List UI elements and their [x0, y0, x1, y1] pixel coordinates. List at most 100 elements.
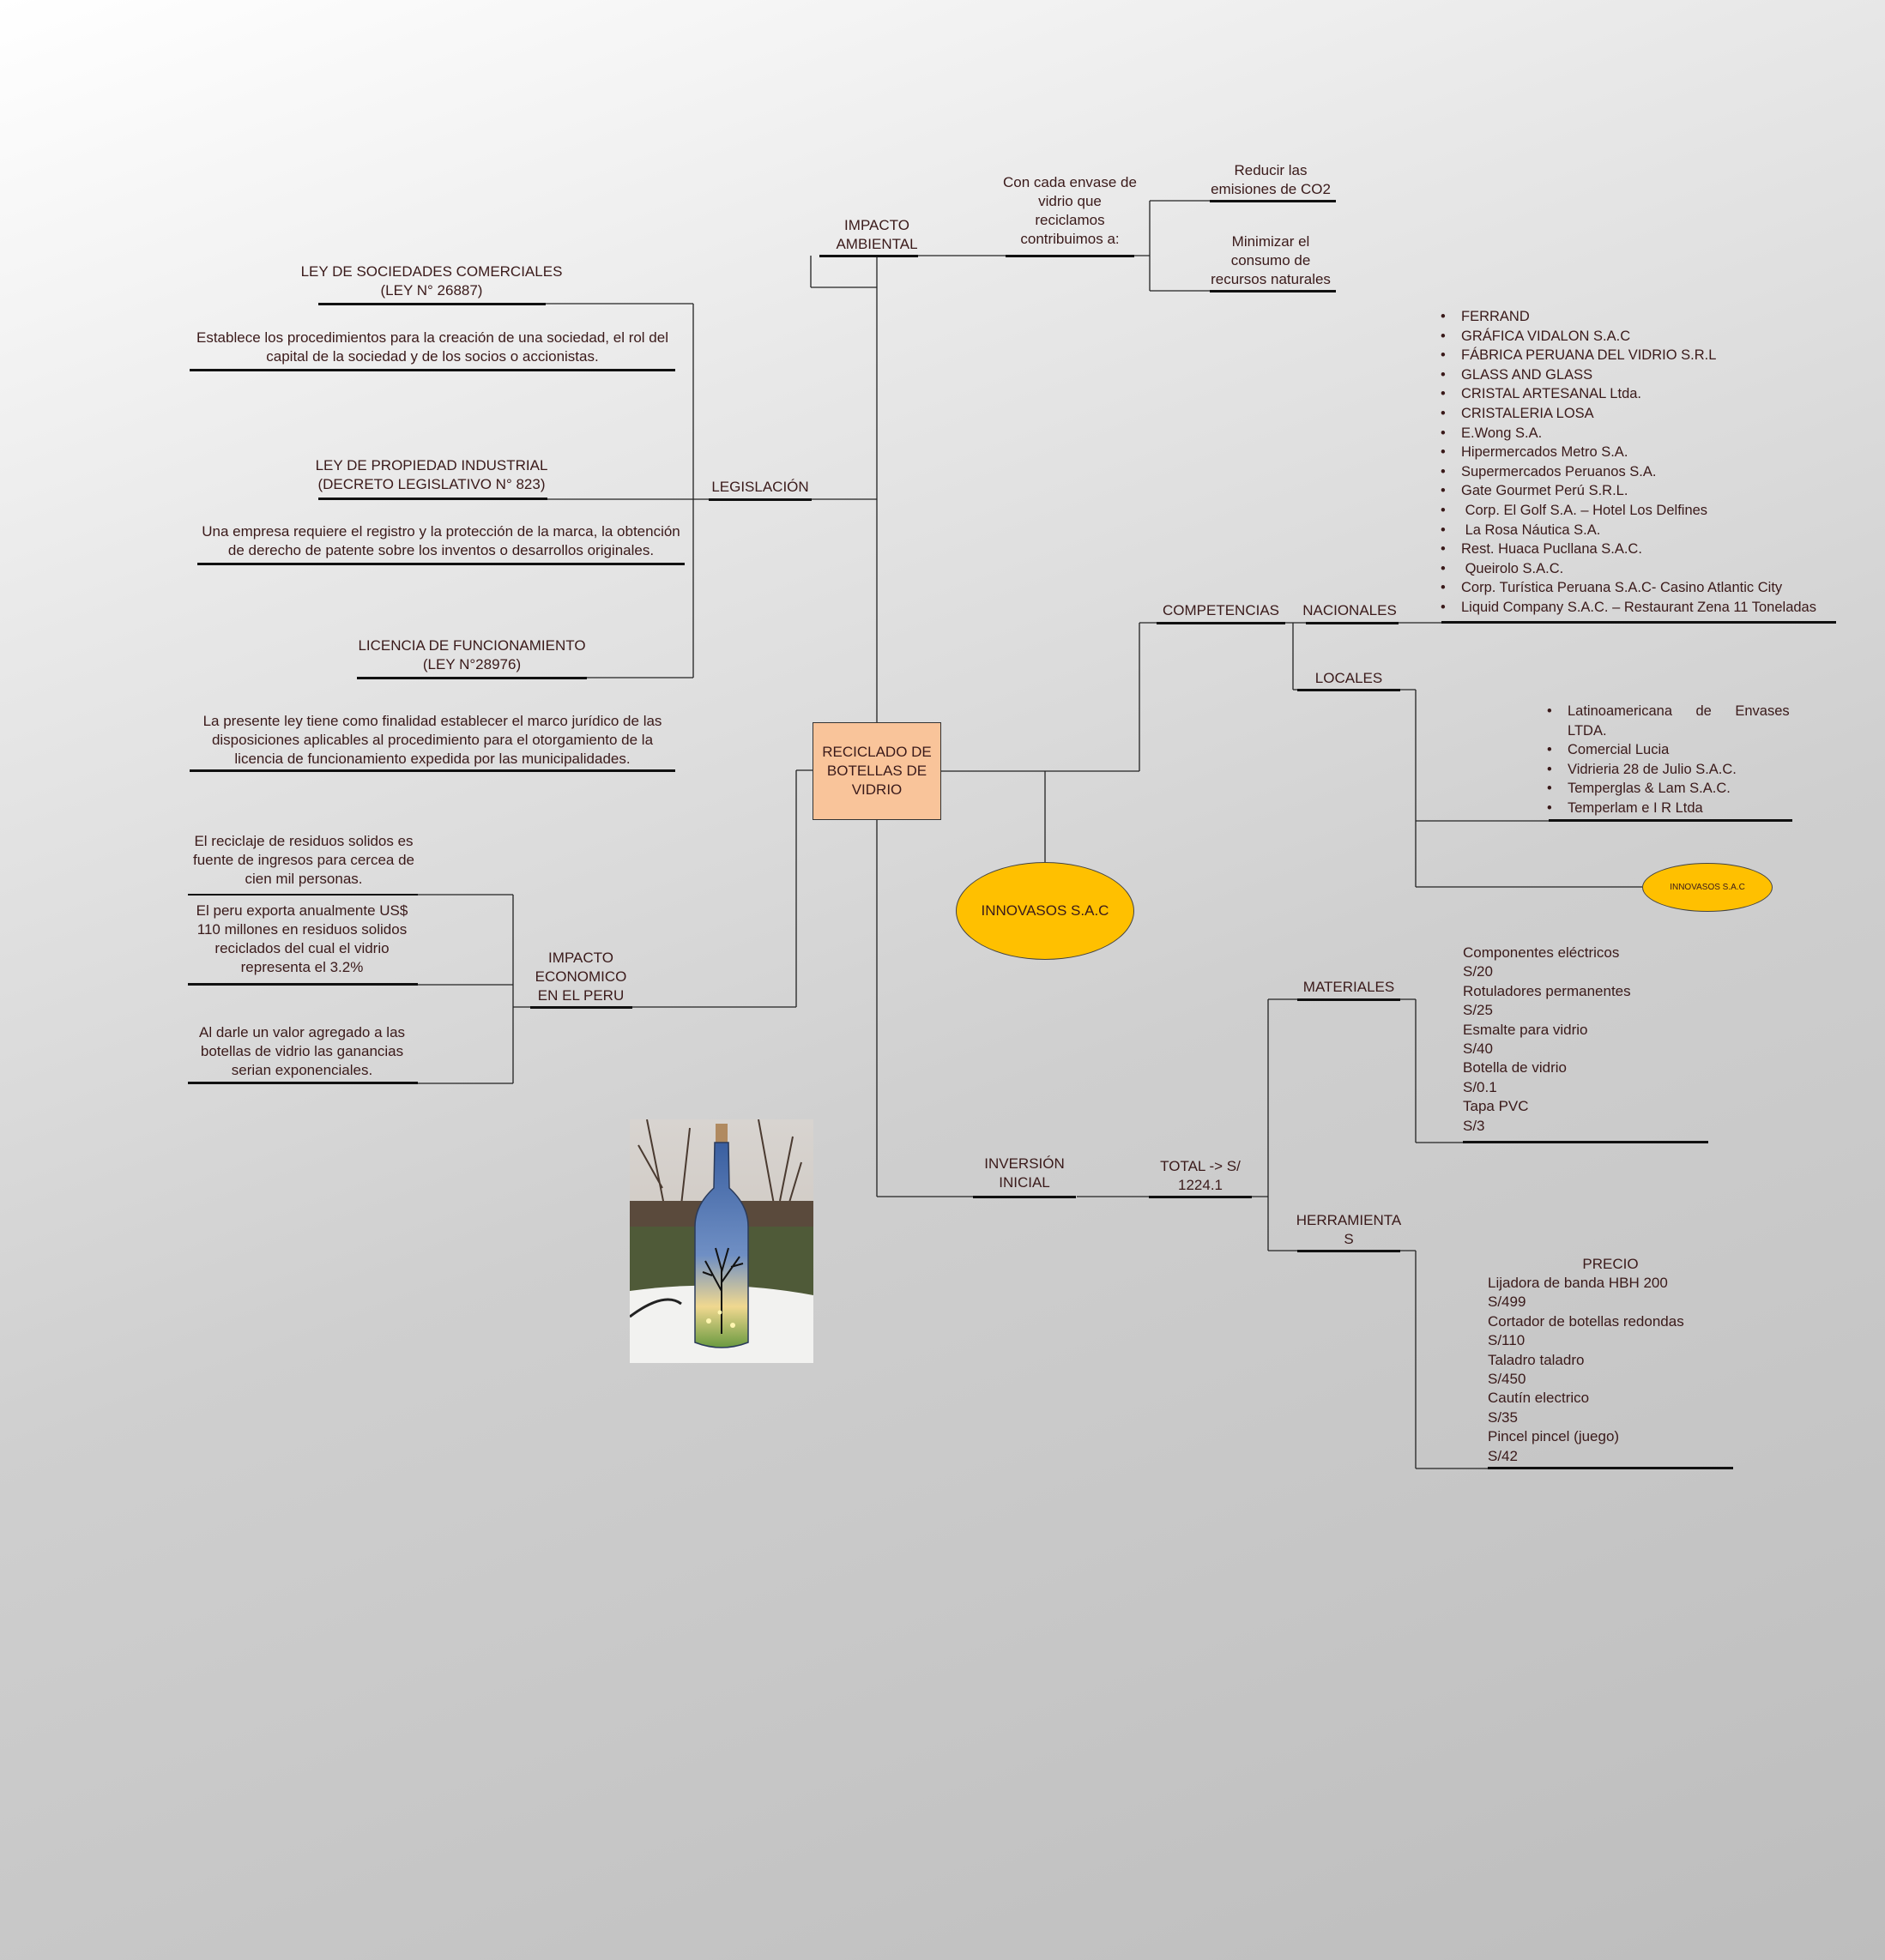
materiales-item: S/40 — [1463, 1040, 1493, 1058]
nacionales-item: GRÁFICA VIDALON S.A.C — [1441, 327, 1816, 347]
nacionales-item-text: CRISTALERIA LOSA — [1461, 405, 1594, 421]
nacionales-underline — [1306, 622, 1399, 624]
locales-item: Comercial Lucia — [1547, 740, 1815, 760]
nacionales-item-text: Supermercados Peruanos S.A. — [1461, 463, 1657, 479]
economico-item-1-line-2: fuente de ingresos para cercea de — [192, 852, 415, 868]
nacionales-item-text: Corp. El Golf S.A. – Hotel Los Delfines — [1461, 502, 1708, 518]
materiales-item: S/0.1 — [1463, 1078, 1497, 1095]
herramientas-label-2: S — [1344, 1231, 1354, 1247]
herramientas-item: S/42 — [1488, 1447, 1518, 1464]
materiales-underline — [1297, 998, 1400, 1001]
law-1-desc-2: capital de la sociedad y de los socios o… — [266, 348, 599, 365]
economico-label-3: EN EL PERU — [537, 987, 625, 1004]
law-2-title-2: (DECRETO LEGISLATIVO N° 823) — [317, 476, 546, 492]
economico-item-3-line-3: serian exponenciales. — [231, 1062, 373, 1078]
economico-item-3-line-2: botellas de vidrio las ganancias — [200, 1043, 404, 1059]
law-1-title-2: (LEY N° 26887) — [380, 282, 483, 299]
nacionales-item: E.Wong S.A. — [1441, 424, 1816, 443]
company-ellipse[interactable]: INNOVASOS S.A.C — [956, 862, 1134, 960]
law-2-desc-1: Una empresa requiere el registro y la pr… — [202, 523, 680, 540]
nacionales-item-text: Corp. Turística Peruana S.A.C- Casino At… — [1461, 580, 1783, 596]
nacionales-label[interactable]: NACIONALES — [1302, 602, 1397, 618]
herramientas-item: Cortador de botellas redondas — [1488, 1312, 1684, 1330]
nacionales-item: Queirolo S.A.C. — [1441, 559, 1816, 579]
locales-item-first-b: LTDA. — [1568, 722, 1607, 739]
locales-list-underline — [1549, 819, 1792, 822]
total-underline — [1149, 1196, 1252, 1198]
total-label-1: TOTAL -> S/ — [1160, 1158, 1241, 1174]
herramientas-item: Pincel pincel (juego) — [1488, 1428, 1620, 1445]
materiales-item: Botella de vidrio — [1463, 1059, 1567, 1076]
nacionales-item: GLASS AND GLASS — [1441, 365, 1816, 385]
company-label: INNOVASOS S.A.C — [981, 902, 1109, 919]
ambiental-item-1-underline — [1210, 200, 1336, 202]
legislacion-underline — [709, 498, 812, 501]
nacionales-item-text: Gate Gourmet Perú S.R.L. — [1461, 483, 1628, 499]
herramientas-list-underline — [1488, 1467, 1733, 1469]
nacionales-item: Corp. Turística Peruana S.A.C- Casino At… — [1441, 578, 1816, 598]
root-node[interactable]: RECICLADO DE BOTELLAS DE VIDRIO — [813, 722, 941, 820]
locales-item-first-a: Latinoamericana de Envases — [1568, 703, 1790, 719]
ambiental-item-1a: Reducir las — [1234, 162, 1308, 178]
nacionales-item: Hipermercados Metro S.A. — [1441, 443, 1816, 462]
economico-label-1: IMPACTO — [548, 950, 613, 966]
herramientas-item: S/499 — [1488, 1294, 1526, 1311]
law-3-desc-1: La presente ley tiene como finalidad est… — [202, 713, 662, 729]
law-3-desc-underline — [190, 769, 675, 772]
ambiental-item-2b: consumo de — [1230, 252, 1311, 268]
law-1-desc-underline — [190, 369, 675, 371]
competencias-label[interactable]: COMPETENCIAS — [1162, 602, 1280, 618]
legislacion-label[interactable]: LEGISLACIÓN — [711, 479, 809, 495]
herramientas-underline — [1297, 1250, 1400, 1252]
nacionales-item: CRISTALERIA LOSA — [1441, 404, 1816, 424]
company-ellipse-small[interactable]: INNOVASOS S.A.C — [1642, 863, 1773, 912]
ambiental-item-2c: recursos naturales — [1211, 271, 1331, 287]
nacionales-item-text: Hipermercados Metro S.A. — [1461, 444, 1628, 461]
locales-item-text: Temperlam e I R Ltda — [1568, 799, 1703, 816]
economico-item-2-line-2: 110 millones en residuos solidos — [196, 921, 408, 938]
materiales-item: Componentes eléctricos — [1463, 944, 1620, 961]
economico-label-2: ECONOMICO — [535, 968, 627, 985]
materiales-label[interactable]: MATERIALES — [1302, 979, 1395, 995]
competencias-underline — [1157, 622, 1285, 624]
law-3-title-1: LICENCIA DE FUNCIONAMIENTO — [358, 637, 586, 654]
bottle-lamp-photo — [630, 1119, 813, 1363]
nacionales-item-text: GLASS AND GLASS — [1461, 366, 1593, 383]
herramientas-label-1[interactable]: HERRAMIENTA — [1296, 1212, 1402, 1228]
ambiental-underline — [819, 255, 918, 257]
materiales-item: S/20 — [1463, 963, 1493, 980]
law-2-desc-underline — [197, 563, 685, 565]
economico-item-1-line-3: cien mil personas. — [245, 871, 363, 887]
nacionales-item: Gate Gourmet Perú S.R.L. — [1441, 481, 1816, 501]
herramientas-item: S/450 — [1488, 1371, 1526, 1388]
law-2-desc-2: de derecho de patente sobre los inventos… — [227, 542, 655, 558]
locales-item: Temperglas & Lam S.A.C. — [1547, 779, 1815, 799]
herramientas-item: S/35 — [1488, 1408, 1518, 1426]
herramientas-item: S/110 — [1488, 1332, 1526, 1349]
company-small-label: INNOVASOS S.A.C — [1670, 883, 1745, 892]
nacionales-item-text: CRISTAL ARTESANAL Ltda. — [1461, 386, 1642, 402]
law-2-title-1: LEY DE PROPIEDAD INDUSTRIAL — [315, 457, 548, 473]
nacionales-list-underline — [1441, 621, 1836, 624]
nacionales-list: FERRANDGRÁFICA VIDALON S.A.CFÁBRICA PERU… — [1441, 307, 1816, 618]
ambiental-intro-underline — [1006, 255, 1134, 257]
nacionales-item: Corp. El Golf S.A. – Hotel Los Delfines — [1441, 501, 1816, 521]
total-label-2: 1224.1 — [1178, 1177, 1223, 1193]
inversion-label-2: INICIAL — [999, 1174, 1050, 1191]
inversion-label-1: INVERSIÓN — [984, 1155, 1065, 1172]
materiales-item: Tapa PVC — [1463, 1098, 1529, 1115]
locales-item: Vidrieria 28 de Julio S.A.C. — [1547, 760, 1815, 780]
ambiental-item-2-underline — [1210, 290, 1336, 292]
law-2-title-underline — [318, 498, 547, 500]
ambiental-item-1b: emisiones de CO2 — [1211, 181, 1331, 197]
law-3-desc-3: licencia de funcionamiento expedida por … — [234, 751, 631, 767]
precio-label: PRECIO — [1582, 1256, 1639, 1272]
locales-label[interactable]: LOCALES — [1314, 670, 1383, 686]
economico-underline — [530, 1006, 632, 1009]
economico-item-2-underline — [188, 983, 418, 986]
law-1-desc-1: Establece los procedimientos para la cre… — [196, 329, 668, 346]
law-3-title-underline — [357, 677, 587, 679]
